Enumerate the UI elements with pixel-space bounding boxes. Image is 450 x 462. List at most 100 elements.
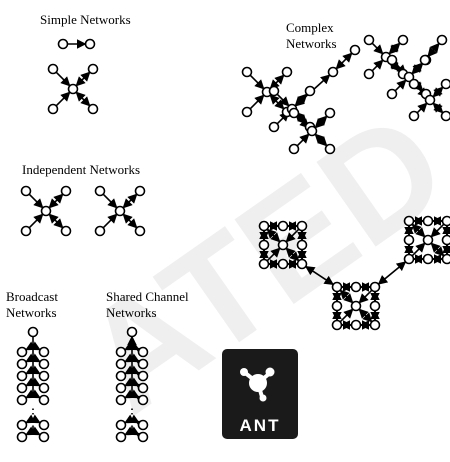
complex-relay-node [436, 34, 448, 46]
ant-logo-text: ANT [240, 416, 281, 435]
broadcast-slave-node [16, 394, 28, 406]
complex-star-f-hub-node [424, 94, 436, 106]
complex-star-d-slave-node [363, 68, 375, 80]
complex-star-d-slave-node [397, 34, 409, 46]
mesh-box-c-node [422, 215, 434, 227]
simple-networks-group [47, 38, 99, 115]
label-shared-channel-networks-line1: Shared Channel [106, 289, 189, 304]
mesh-box-b-node [331, 281, 343, 293]
complex-star-d-slave-node [363, 34, 375, 46]
complex-star-c-hub-node [306, 125, 318, 137]
broadcast-master-node [27, 326, 39, 338]
shared-master-node [126, 326, 138, 338]
simple-star-link [75, 71, 91, 87]
complex-star-f-slave-node [440, 78, 450, 90]
mesh-box-c-link [430, 223, 445, 238]
simple-star-slave-node [47, 103, 59, 115]
complex-star-d-link [371, 42, 384, 55]
label-complex-networks-line2: Networks [286, 36, 337, 51]
mesh-box-c-node [403, 215, 415, 227]
mesh-bridge-link [377, 261, 407, 285]
independent-star-b-slave-node [134, 185, 146, 197]
complex-star-b-slave-node [268, 121, 280, 133]
mesh-box-b-link [358, 308, 373, 323]
shared-slave-node [115, 394, 127, 406]
simple-star-link [55, 91, 71, 107]
mesh-box-b-link [339, 289, 354, 304]
mesh-box-c-node [441, 215, 450, 227]
mesh-box-a-node [277, 258, 289, 270]
broadcast-slave-node [16, 431, 28, 443]
mesh-box-b-node [350, 319, 362, 331]
mesh-bridge-link [304, 265, 335, 286]
mesh-box-c-node [422, 253, 434, 265]
independent-star-a-link [28, 213, 44, 229]
simple-star-link [75, 91, 91, 107]
shared-slave-node [115, 431, 127, 443]
independent-star-a-link [48, 213, 64, 229]
shared-channel-networks-group [115, 326, 149, 443]
simple-star-hub-node [67, 83, 79, 95]
label-shared-channel-networks-line2: Networks [106, 305, 157, 320]
complex-mesh-networks-group [258, 215, 450, 331]
complex-star-f-link [432, 102, 444, 114]
mesh-box-a-link [285, 228, 300, 243]
mesh-box-b-link [339, 308, 354, 323]
complex-star-c-slave-node [324, 107, 336, 119]
label-independent-networks: Independent Networks [22, 162, 140, 177]
mesh-box-b-link [358, 289, 373, 304]
shared-slave-node [115, 370, 127, 382]
mesh-box-c-node [441, 253, 450, 265]
mesh-box-a-node [296, 220, 308, 232]
complex-star-a-slave-node [241, 66, 253, 78]
mesh-box-a-center-node [277, 239, 289, 251]
broadcast-networks-group [16, 326, 50, 443]
mesh-box-a-link [266, 228, 281, 243]
mesh-box-c-node [403, 253, 415, 265]
shared-slave-node [115, 419, 127, 431]
shared-slave-node [137, 346, 149, 358]
label-broadcast-networks-line2: Networks [6, 305, 57, 320]
mesh-box-c-node [441, 234, 450, 246]
complex-star-c-link [296, 133, 310, 147]
complex-star-f-link [416, 102, 428, 114]
ant-logo: ANT [222, 349, 298, 439]
independent-star-b-slave-node [94, 225, 106, 237]
complex-networks-group [241, 34, 450, 155]
complex-star-e-link [394, 79, 407, 92]
complex-star-f-slave-node [408, 110, 420, 122]
simple-star-slave-node [47, 63, 59, 75]
mesh-box-b-node [331, 319, 343, 331]
broadcast-slave-node [38, 382, 50, 394]
broadcast-slave-node [38, 346, 50, 358]
independent-star-a-link [48, 193, 64, 209]
broadcast-slave-node [16, 346, 28, 358]
broadcast-slave-node [38, 419, 50, 431]
shared-slave-node [137, 419, 149, 431]
complex-star-e-hub-node [403, 71, 415, 83]
mesh-box-a-node [277, 220, 289, 232]
complex-star-d-link [388, 42, 401, 55]
mesh-box-c-node [403, 234, 415, 246]
independent-star-a-link [28, 193, 44, 209]
mesh-box-b-center-node [350, 300, 362, 312]
complex-star-b-slave-node [304, 85, 316, 97]
broadcast-slave-node [16, 382, 28, 394]
mesh-box-a-link [266, 247, 281, 262]
independent-star-a-slave-node [20, 225, 32, 237]
simple-star-slave-node [87, 63, 99, 75]
mesh-box-b-node [369, 319, 381, 331]
mesh-box-a-node [296, 258, 308, 270]
complex-star-e-link [411, 62, 424, 75]
complex-star-d-link [371, 59, 384, 72]
shared-slave-node [137, 431, 149, 443]
independent-star-a-slave-node [60, 225, 72, 237]
broadcast-slave-node [16, 370, 28, 382]
shared-slave-node [137, 394, 149, 406]
broadcast-slave-node [38, 431, 50, 443]
shared-slave-node [137, 358, 149, 370]
mesh-box-c-center-node [422, 234, 434, 246]
complex-star-c-slave-node [288, 107, 300, 119]
mesh-box-b-node [369, 281, 381, 293]
